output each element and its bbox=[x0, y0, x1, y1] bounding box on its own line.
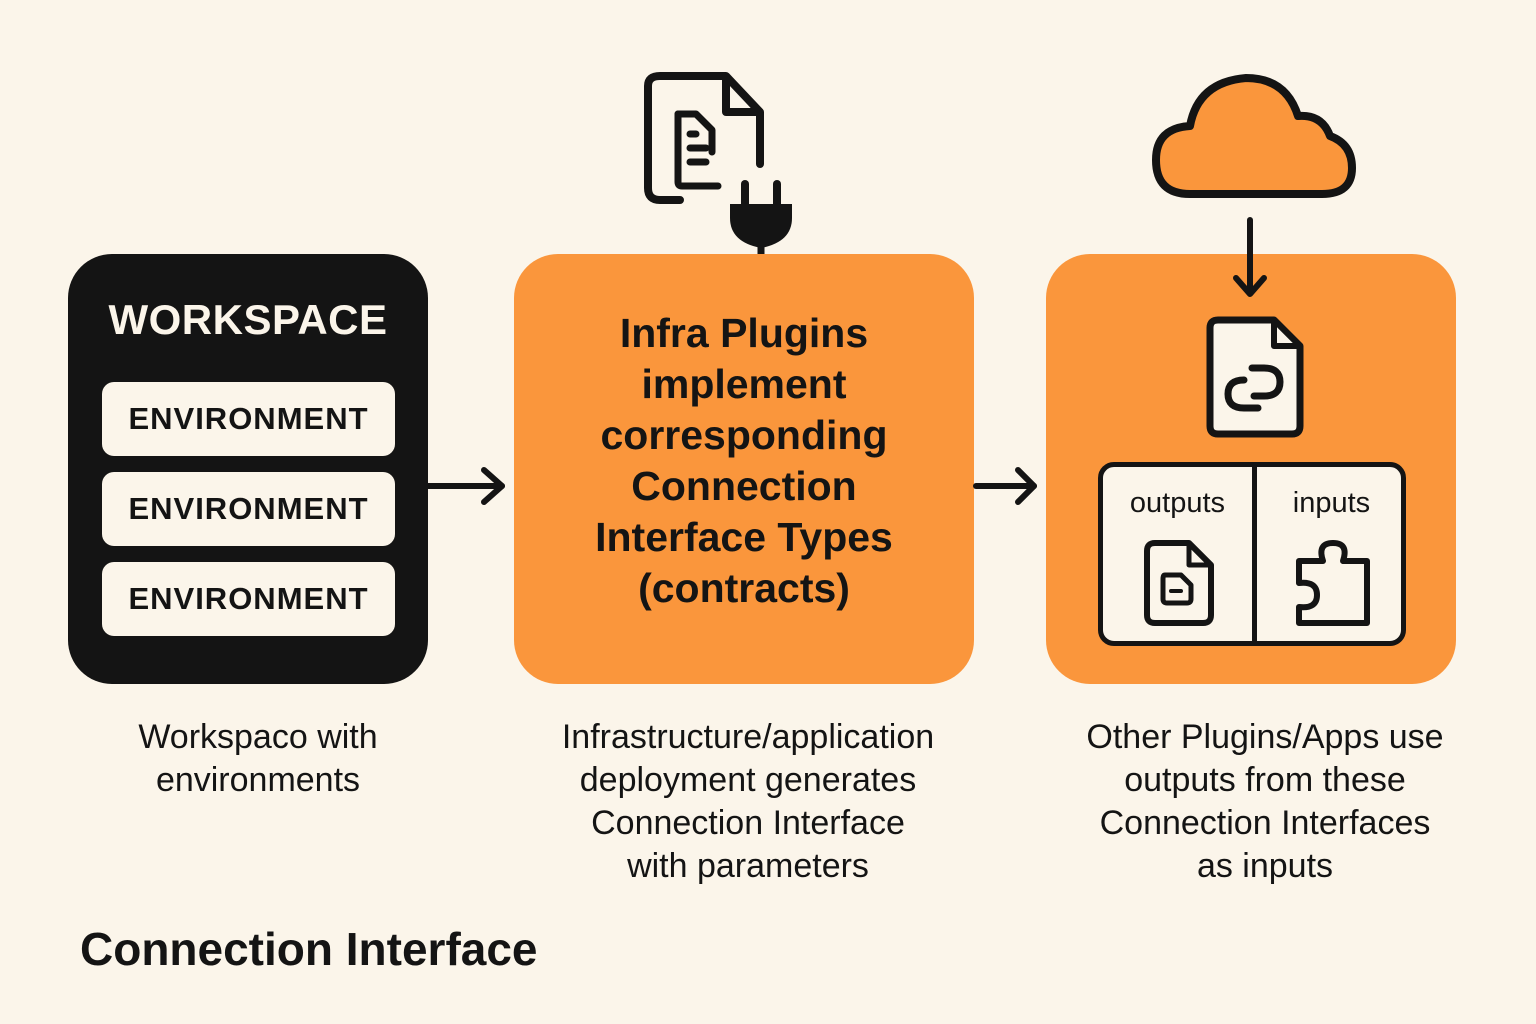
infra-plugins-card: Infra Plugins implement corresponding Co… bbox=[514, 254, 974, 684]
document-plug-icon bbox=[644, 72, 792, 272]
infra-plugins-text: Infra Plugins implement corresponding Co… bbox=[514, 308, 974, 614]
diagram-title: Connection Interface bbox=[80, 923, 538, 975]
plugins-line: (contracts) bbox=[638, 565, 850, 611]
caption-line: deployment generates bbox=[579, 761, 917, 799]
io-divider bbox=[1252, 467, 1257, 641]
io-panel: outputs inputs bbox=[1098, 462, 1406, 646]
arrow-down-icon bbox=[1233, 217, 1267, 297]
caption-line: outputs from these bbox=[1124, 761, 1406, 799]
puzzle-piece-icon bbox=[1296, 540, 1370, 626]
environment-item: ENVIRONMENT bbox=[102, 382, 395, 456]
workspace-caption: Workspaco with environments bbox=[68, 716, 448, 802]
plugins-line: Connection bbox=[631, 463, 857, 509]
plugins-line: implement bbox=[641, 361, 847, 407]
inputs-label: inputs bbox=[1292, 487, 1371, 519]
caption-line: Other Plugins/Apps use bbox=[1086, 718, 1444, 756]
plugins-line: Interface Types bbox=[595, 514, 893, 560]
environment-item: ENVIRONMENT bbox=[102, 472, 395, 546]
caption-line: Workspaco with bbox=[138, 718, 378, 756]
plugins-line: Infra Plugins bbox=[619, 310, 869, 356]
environment-item: ENVIRONMENT bbox=[102, 562, 395, 636]
caption-line: Infrastructure/application bbox=[561, 718, 935, 756]
caption-line: environments bbox=[155, 761, 361, 799]
workspace-title: WORKSPACE bbox=[108, 296, 388, 343]
plugins-caption: Infrastructure/application deployment ge… bbox=[488, 716, 1008, 888]
caption-line: Connection Interface bbox=[591, 804, 905, 842]
plugins-line: corresponding bbox=[600, 412, 888, 458]
arrow-right-icon bbox=[425, 467, 505, 505]
link-document-icon bbox=[1206, 316, 1304, 438]
caption-line: with parameters bbox=[627, 847, 869, 885]
workspace-block: WORKSPACE ENVIRONMENT ENVIRONMENT ENVIRO… bbox=[68, 254, 428, 684]
caption-line: Connection Interfaces bbox=[1099, 804, 1431, 842]
apps-caption: Other Plugins/Apps use outputs from thes… bbox=[1030, 716, 1500, 888]
document-icon bbox=[1144, 540, 1214, 626]
arrow-right-icon bbox=[973, 467, 1037, 505]
caption-line: as inputs bbox=[1196, 847, 1334, 885]
cloud-icon bbox=[1152, 74, 1356, 198]
outputs-label: outputs bbox=[1129, 487, 1226, 519]
